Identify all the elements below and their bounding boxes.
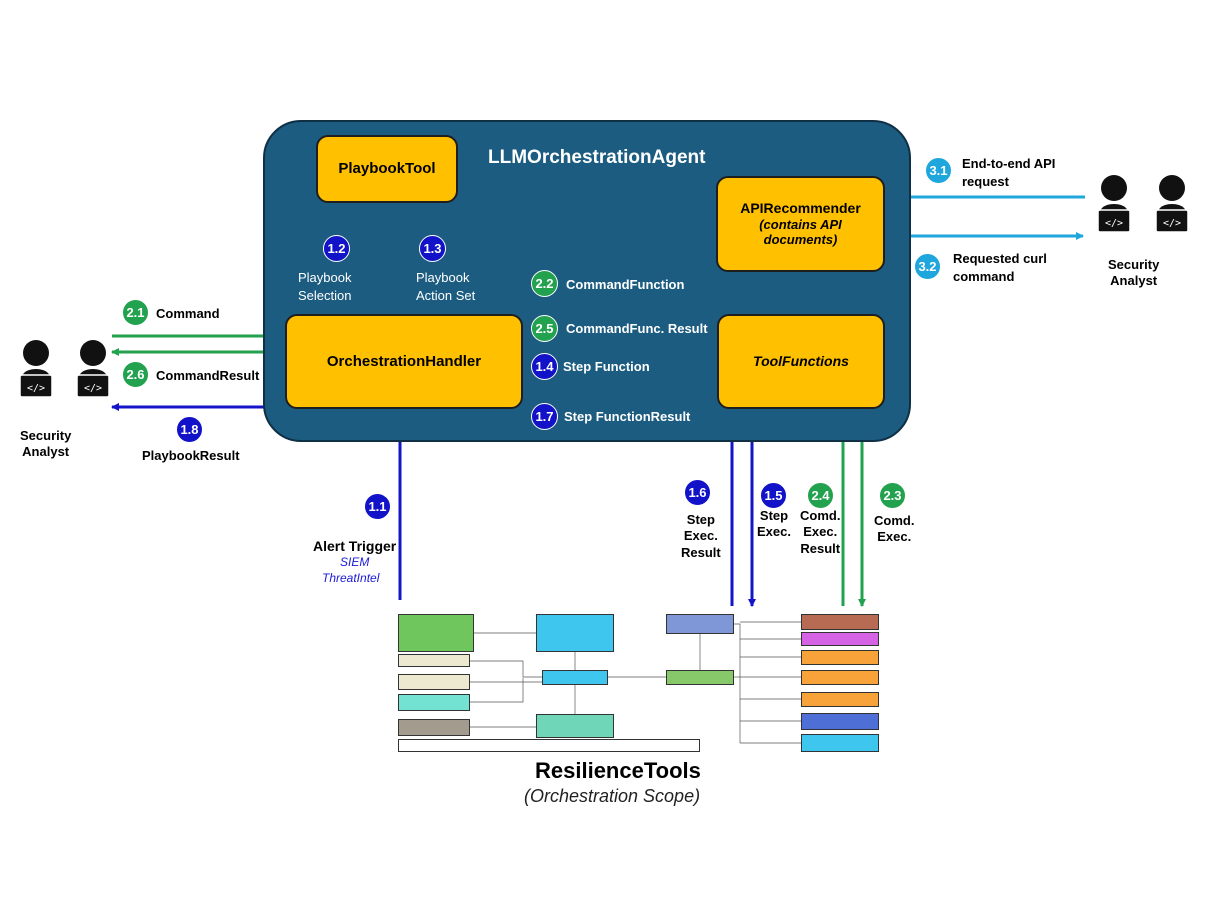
api-recommender-box[interactable]: APIRecommender (contains API documents) <box>716 176 885 272</box>
comd-exec-label: Comd.Exec. <box>874 513 915 545</box>
api-recommender-label: APIRecommender <box>740 200 861 216</box>
comd-exec-result-label: Comd.Exec.Result <box>800 508 841 556</box>
tool-functions-box[interactable]: ToolFunctions <box>717 314 885 409</box>
api-recommender-note-1: (contains API <box>759 216 842 232</box>
command-label: Command <box>156 306 220 321</box>
command-func-result-label: CommandFunc. Result <box>566 321 708 336</box>
svg-text:</>: </> <box>27 383 45 394</box>
badge-2-1: 2.1 <box>122 299 149 326</box>
person-laptop-icon: </> <box>1097 175 1131 233</box>
badge-1-8: 1.8 <box>176 416 203 443</box>
svg-text:</>: </> <box>84 383 102 394</box>
badge-2-6: 2.6 <box>122 361 149 388</box>
alert-trigger-label: Alert Trigger <box>313 538 397 554</box>
person-laptop-icon: </> <box>19 340 53 398</box>
orchestration-handler-label: OrchestrationHandler <box>326 352 482 370</box>
badge-1-7: 1.7 <box>531 403 558 430</box>
playbook-tool-label: PlaybookTool <box>338 160 436 177</box>
badge-1-5: 1.5 <box>760 482 787 509</box>
resilience-tools-map <box>395 612 885 754</box>
svg-text:</>: </> <box>1105 218 1123 229</box>
tool-functions-label: ToolFunctions <box>753 353 849 370</box>
resilience-tools-subtitle: (Orchestration Scope) <box>524 786 701 806</box>
resilience-tools-title: ResilienceTools <box>535 758 701 783</box>
analyst-right-group: </> </> <box>1088 170 1208 240</box>
badge-1-2: 1.2 <box>323 235 350 262</box>
badge-1-6: 1.6 <box>684 479 711 506</box>
svg-text:</>: </> <box>1163 218 1181 229</box>
orchestration-handler-box[interactable]: OrchestrationHandler <box>285 314 523 409</box>
badge-1-4: 1.4 <box>531 353 558 380</box>
analyst-left-group: </> </> <box>8 335 128 405</box>
person-laptop-icon: </> <box>76 340 110 398</box>
api-recommender-note-2: documents) <box>763 232 838 248</box>
badge-2-5: 2.5 <box>531 315 558 342</box>
command-function-label: CommandFunction <box>566 277 685 292</box>
badge-2-3: 2.3 <box>879 482 906 509</box>
badge-2-2: 2.2 <box>531 270 558 297</box>
badge-3-1: 3.1 <box>925 157 952 184</box>
alert-source-siem: SIEM <box>340 555 370 569</box>
person-laptop-icon: </> <box>1155 175 1189 233</box>
badge-1-1: 1.1 <box>364 493 391 520</box>
command-result-label: CommandResult <box>156 368 260 383</box>
badge-1-3: 1.3 <box>419 235 446 262</box>
playbook-result-label: PlaybookResult <box>142 448 240 463</box>
agent-title: LLMOrchestrationAgent <box>488 147 706 168</box>
step-function-label: Step Function <box>563 359 650 374</box>
alert-source-threatintel: ThreatIntel <box>322 571 380 585</box>
step-function-result-label: Step FunctionResult <box>564 409 691 424</box>
badge-2-4: 2.4 <box>807 482 834 509</box>
badge-3-2: 3.2 <box>914 253 941 280</box>
playbook-tool-box[interactable]: PlaybookTool <box>316 135 458 203</box>
